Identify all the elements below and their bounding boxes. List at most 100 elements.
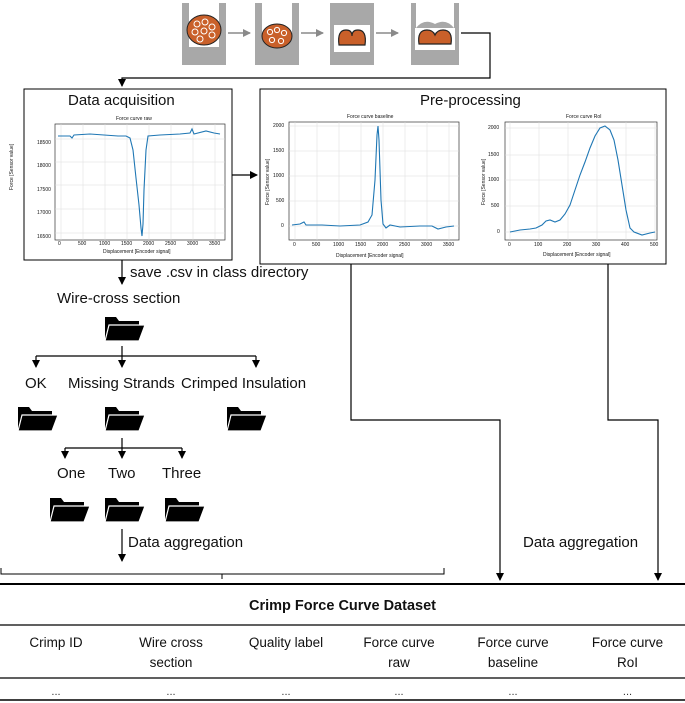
raw-ytick: 16500 [37,234,51,240]
baseline-plot-title: Force curve baseline [347,114,394,120]
raw-xtick: 500 [78,241,87,247]
table-cell: ... [51,686,61,698]
roi-ytick: 500 [491,203,500,209]
roi-xtick: 100 [534,242,543,248]
subclass-label-one: One [57,465,86,482]
column-header-crimp-id: Crimp ID [0,633,112,653]
baseline-ytick: 1000 [273,173,285,179]
acquisition-title: Data acquisition [68,92,175,109]
roi-xtick: 500 [650,242,659,248]
column-header-quality-label: Quality label [230,633,342,653]
wire-cross-section-label: Wire-cross section [57,290,181,307]
baseline-xtick: 500 [312,242,321,248]
baseline-plot-ylabel: Force [Sensor value] [265,158,271,205]
preprocessing-title: Pre-processing [420,92,521,109]
column-header-line: baseline [487,655,539,670]
raw-xtick: 1000 [99,241,111,247]
raw-ytick: 18000 [37,163,51,169]
roi-plot-ylabel: Force [Sensor value] [481,158,487,205]
two-folder-icon [104,497,146,523]
raw-plot-ylabel: Force [Sensor value] [9,143,15,190]
column-header-force-curve-baseline: Force curve baseline [456,633,570,673]
roi-ytick: 1500 [488,152,500,158]
preprocessing-panel [259,88,667,265]
raw-plot-xlabel: Displacement [Encoder signal] [103,249,171,255]
column-header-line: Force curve [363,635,435,650]
baseline-plot-xlabel: Displacement [Encoder signal] [336,253,404,259]
crimp-stage-1-icon [182,3,226,65]
column-header-line: raw [388,655,410,670]
subclass-label-three: Three [162,465,202,482]
column-header-line: Quality label [248,635,324,650]
roi-plot [504,121,658,241]
table-cell: ... [508,686,518,698]
roi-plot-title: Force curve RoI [566,114,602,120]
raw-xtick: 2000 [143,241,155,247]
column-header-line: Crimp ID [29,635,83,650]
data-aggregation-right-label: Data aggregation [523,534,639,551]
raw-xtick: 2500 [165,241,177,247]
data-aggregation-left-label: Data aggregation [128,534,244,551]
baseline-ytick: 500 [276,198,285,204]
crimp-stage-3-icon [330,3,374,65]
class-label-missing-strands: Missing Strands [68,375,175,392]
roi-ytick: 1000 [488,177,500,183]
roi-xtick: 400 [621,242,630,248]
roi-ytick: 0 [497,229,500,235]
three-folder-icon [164,497,206,523]
column-header-wire-cross-section: Wire cross section [112,633,230,673]
raw-ytick: 17500 [37,187,51,193]
baseline-xtick: 0 [293,242,296,248]
root-folder-icon [104,316,146,342]
missing-strands-folder-icon [104,406,146,432]
table-cell: ... [394,686,404,698]
roi-plot-xlabel: Displacement [Encoder signal] [543,252,611,258]
column-header-line: Force curve [477,635,549,650]
raw-ytick: 18500 [37,140,51,146]
table-cell: ... [622,686,633,698]
baseline-xtick: 1500 [355,242,367,248]
raw-xtick: 1500 [121,241,133,247]
baseline-ytick: 0 [281,223,284,229]
roi-xtick: 0 [508,242,511,248]
crimp-stage-4-icon [411,3,459,65]
roi-ytick: 2000 [488,125,500,131]
column-header-line: Wire cross [139,635,203,650]
column-header-force-curve-raw: Force curve raw [342,633,456,673]
roi-xtick: 200 [563,242,572,248]
column-header-line: Force curve [591,635,664,650]
table-cell: ... [166,686,176,698]
baseline-xtick: 1000 [333,242,345,248]
baseline-plot [288,121,460,241]
dataset-title: Crimp Force Curve Dataset [249,598,436,614]
class-label-ok: OK [25,375,47,392]
baseline-ytick: 2000 [273,123,285,129]
baseline-xtick: 2500 [399,242,411,248]
roi-xtick: 300 [592,242,601,248]
raw-xtick: 0 [58,241,61,247]
crimped-insulation-folder-icon [226,406,268,432]
baseline-xtick: 2000 [377,242,389,248]
aggregation-brace [0,568,445,579]
ok-folder-icon [17,406,59,432]
raw-xtick: 3500 [209,241,221,247]
column-header-line: section [149,655,193,670]
table-cell: ... [281,686,291,698]
subclass-label-two: Two [108,465,136,482]
raw-ytick: 17000 [37,210,51,216]
one-folder-icon [49,497,91,523]
raw-plot-title: Force curve raw [116,116,152,122]
class-label-crimped-insulation: Crimped Insulation [181,375,307,392]
roi-to-dataset-arrow [607,264,662,581]
stage-to-acquisition-arrow [118,32,491,87]
column-header-force-curve-roi: Force curve RoI [570,633,685,673]
save-csv-label: save .csv in class directory [130,264,309,281]
baseline-to-dataset-arrow [350,264,504,581]
raw-xtick: 3000 [187,241,199,247]
column-header-line: RoI [616,655,638,670]
raw-plot [54,123,226,241]
baseline-xtick: 3500 [443,242,455,248]
crimp-stage-2-icon [255,3,299,65]
baseline-xtick: 3000 [421,242,433,248]
